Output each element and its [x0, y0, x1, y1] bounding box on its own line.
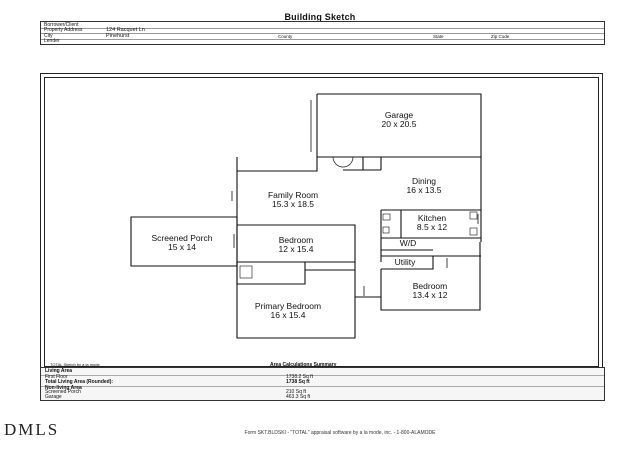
lender-label: Lender [44, 38, 60, 44]
wd-label: W/D [400, 238, 417, 248]
bedroom-2-dims: 13.4 x 12 [413, 290, 448, 300]
primary-bedroom-label: Primary Bedroom [255, 301, 321, 311]
first-floor-value: 1738.2 Sq ft [286, 374, 313, 380]
first-floor-label: First Floor [45, 374, 68, 380]
page-title: Building Sketch [284, 12, 356, 22]
bedroom-dims: 12 x 15.4 [279, 244, 314, 254]
kitchen-dims: 8.5 x 12 [417, 222, 448, 232]
nonliving-area-label: Non-living Area [45, 384, 82, 391]
primary-bedroom-dims: 16 x 15.4 [271, 310, 306, 320]
utility-label: Utility [395, 257, 417, 267]
borrower-label: Borrower/Client [44, 21, 79, 28]
property-info-box: Borrower/Client Property Address 124 Rac… [40, 21, 605, 45]
total-living-value: 1738 Sq ft [286, 379, 310, 385]
area-summary-box: Living Area First Floor 1738.2 Sq ft Tot… [40, 367, 605, 401]
area-summary-title: Area Calculations Summary [270, 362, 337, 368]
garage-area-label: Garage [45, 393, 62, 400]
garage-dims: 20 x 20.5 [382, 119, 417, 129]
screened-porch-label: Screened Porch [152, 233, 213, 243]
address-row: Property Address 124 Racquet Ln [41, 27, 604, 34]
city-label: City [44, 32, 53, 39]
screened-porch-area-value: 210 Sq ft [286, 389, 307, 395]
dining-label: Dining [412, 176, 436, 186]
bedroom-label: Bedroom [279, 235, 314, 245]
form-footer: Form SKT.BLDSKI - "TOTAL" appraisal soft… [244, 430, 436, 436]
floor-plan-walls [130, 93, 482, 339]
borrower-row: Borrower/Client [41, 22, 604, 29]
garage-label: Garage [385, 110, 414, 120]
address-label: Property Address [44, 27, 83, 33]
scale-note: TOTAL Sketch by a la mode [50, 362, 100, 367]
bedroom-2-label: Bedroom [413, 281, 448, 291]
garage-area-value: 463.3 Sq ft [286, 393, 311, 400]
sketch-inner-frame [44, 77, 599, 367]
address-value: 124 Racquet Ln [106, 27, 145, 33]
screened-porch-dims: 15 x 14 [168, 242, 196, 252]
lender-row: Lender [41, 39, 604, 45]
state-label: State [433, 33, 444, 39]
dining-dims: 16 x 13.5 [407, 185, 442, 195]
dmls-logo: DMLS [4, 420, 60, 439]
city-row: City Pinehurst County State Zip Code [41, 33, 604, 40]
screened-porch-area-label: Screened Porch [45, 389, 81, 395]
city-value: Pinehurst [106, 32, 130, 39]
family-room-label: Family Room [268, 190, 318, 200]
total-living-label: Total Living Area (Rounded): [45, 379, 114, 385]
family-room-dims: 15.3 x 18.5 [272, 199, 314, 209]
county-label: County [278, 33, 293, 39]
kitchen-label: Kitchen [418, 213, 447, 223]
living-area-label: Living Area [45, 368, 73, 374]
zip-label: Zip Code [491, 33, 510, 39]
